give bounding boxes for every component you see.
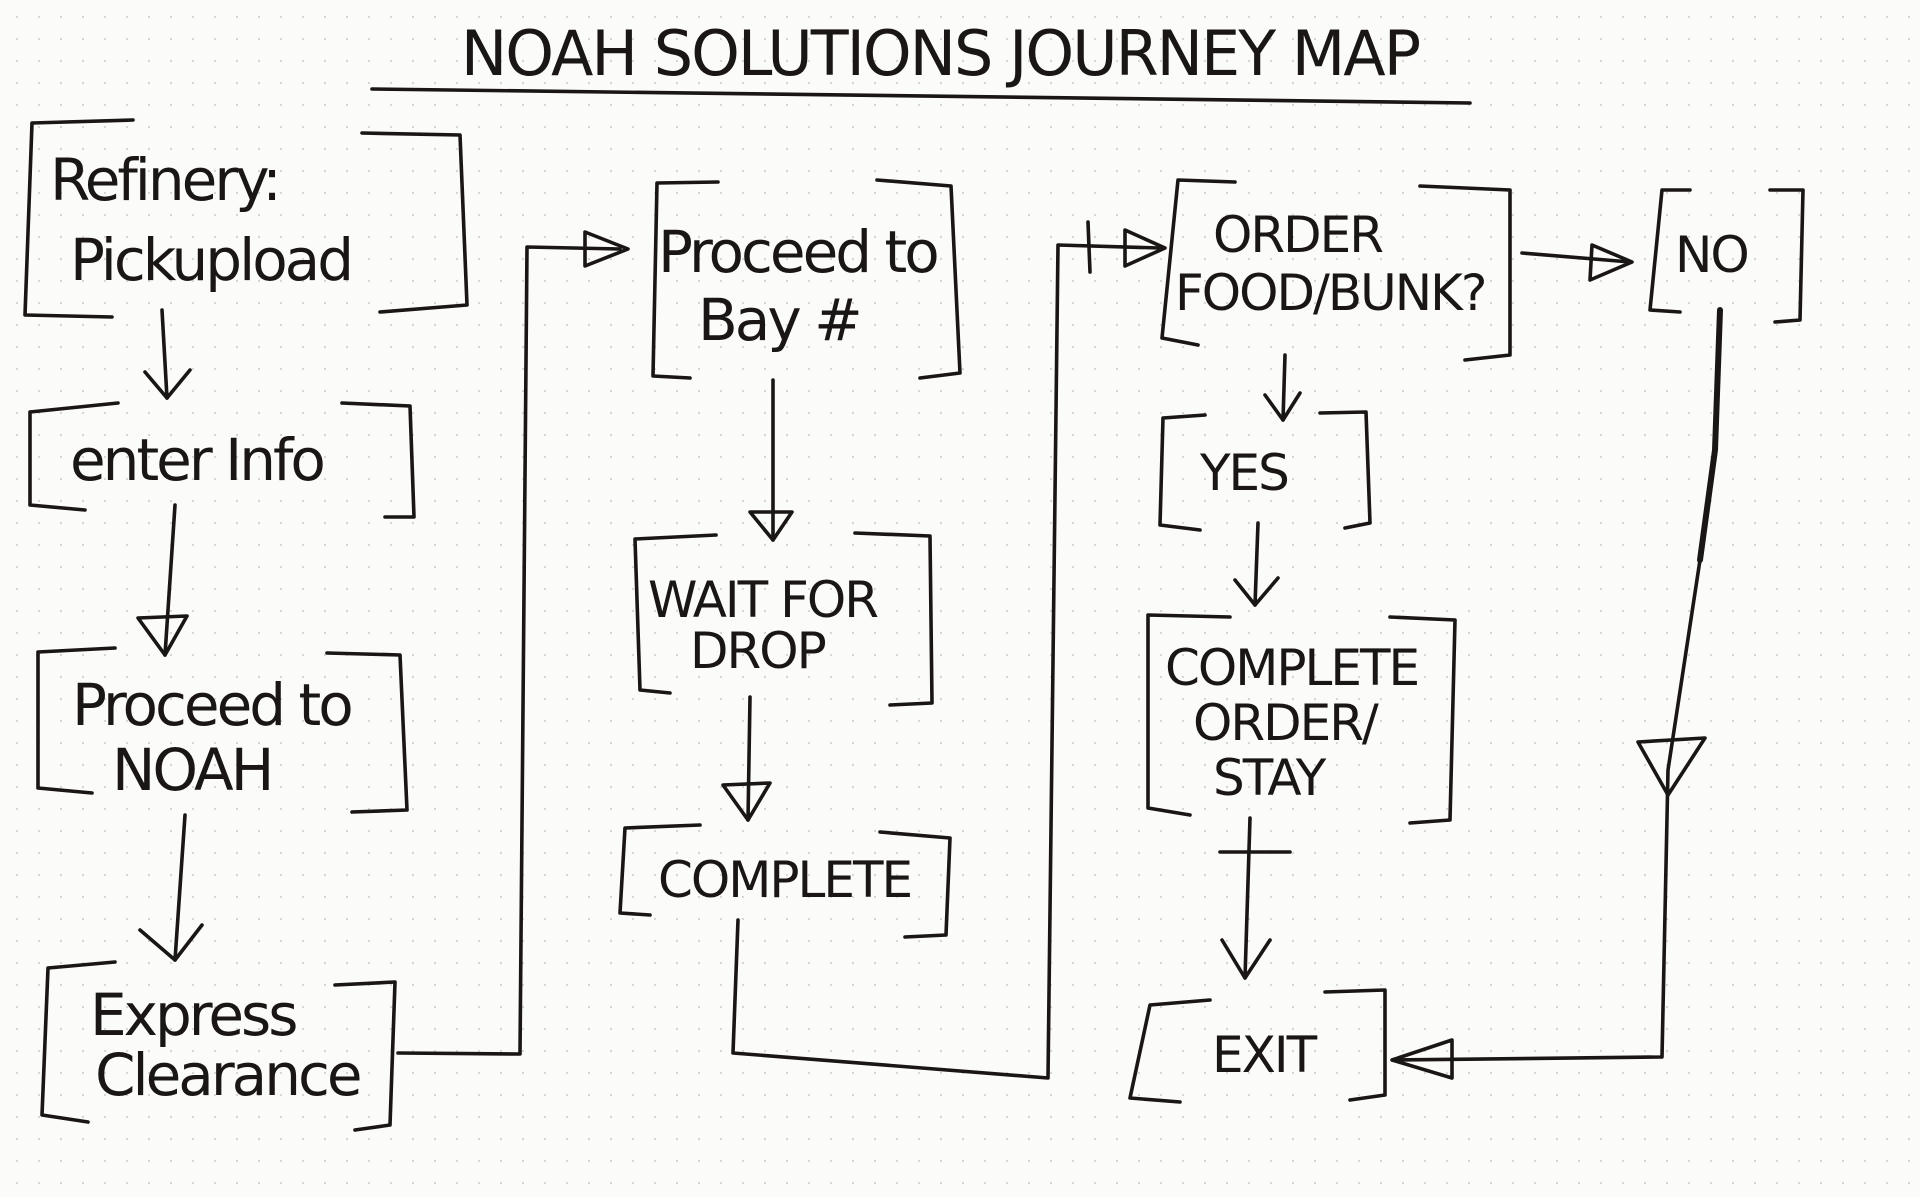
bracket-right xyxy=(878,830,952,939)
arrowhead xyxy=(721,781,772,822)
node-wait-for-drop: WAIT FOR DROP xyxy=(633,531,934,707)
connector-line xyxy=(163,503,177,657)
node-label-line-1: WAIT FOR xyxy=(648,571,878,629)
connector-line xyxy=(1281,353,1287,422)
node-proceed-to-noah: Proceed to NOAH xyxy=(36,646,409,814)
connector-order-food-to-no xyxy=(1520,243,1634,282)
bracket-right xyxy=(1323,988,1387,1102)
node-label-line-2: FOOD/BUNK? xyxy=(1175,264,1485,322)
node-label-line-1: Proceed to xyxy=(658,218,937,286)
node-label-line-1: COMPLETE xyxy=(1165,639,1418,697)
connector-complete-order-to-exit xyxy=(1218,816,1292,980)
arrowhead xyxy=(1123,228,1167,268)
title-group: NOAH SOLUTIONS JOURNEY MAP xyxy=(370,17,1472,105)
connector-line xyxy=(173,813,187,962)
bracket-right xyxy=(360,131,469,314)
node-express-clearance: Express Clearance xyxy=(40,960,397,1132)
node-label-line-2: DROP xyxy=(690,622,826,680)
connector-yes-to-complete-order xyxy=(1233,521,1280,607)
bracket-right xyxy=(1318,410,1372,530)
connector-line xyxy=(746,695,752,822)
bracket-left xyxy=(36,646,117,795)
bracket-right xyxy=(333,980,397,1132)
bracket-right xyxy=(853,531,934,707)
title-underline xyxy=(370,87,1472,105)
title-text: NOAH SOLUTIONS JOURNEY MAP xyxy=(461,17,1420,90)
bracket-left xyxy=(618,823,702,917)
arrowhead xyxy=(748,510,794,542)
node-label-line-1: Refinery: xyxy=(50,146,279,214)
bracket-left xyxy=(1128,998,1212,1104)
bracket-right xyxy=(1768,188,1805,324)
arrowhead xyxy=(1220,938,1272,980)
bracket-right xyxy=(1418,184,1512,362)
connector-line xyxy=(160,308,169,400)
connector-order-food-to-yes xyxy=(1263,353,1302,422)
connector-wait-to-complete xyxy=(721,695,772,822)
bracket-right xyxy=(1388,615,1457,825)
node-yes: YES xyxy=(1158,410,1372,532)
node-label-line-3: STAY xyxy=(1213,749,1327,807)
node-label: enter Info xyxy=(70,426,323,494)
node-label-line-1: Proceed to xyxy=(72,671,351,739)
node-no: NO xyxy=(1648,188,1805,324)
node-order-food-bunk: ORDER FOOD/BUNK? xyxy=(1160,178,1512,362)
bracket-left xyxy=(633,533,718,695)
arrowhead xyxy=(1390,1038,1454,1080)
bracket-left xyxy=(1146,613,1232,817)
connector-line xyxy=(396,245,622,1056)
node-label-line-2: Pickupload xyxy=(70,226,351,294)
bracket-left xyxy=(23,118,135,319)
bracket-right xyxy=(875,178,962,380)
arrowhead xyxy=(136,614,189,657)
connector-line-bold xyxy=(1697,307,1723,563)
arrowhead xyxy=(583,230,630,268)
node-refinery-pickupload: Refinery: Pickupload xyxy=(23,118,469,319)
bracket-left xyxy=(1158,413,1207,532)
node-label-line-2: Bay # xyxy=(698,286,860,354)
arrowhead xyxy=(138,923,204,962)
node-label: YES xyxy=(1199,444,1288,502)
bracket-left xyxy=(40,960,117,1124)
connector-express-to-proceed-bay xyxy=(396,230,630,1056)
arrowhead xyxy=(1233,576,1280,607)
bracket-left xyxy=(1160,178,1237,347)
bracket-left xyxy=(1648,188,1692,314)
node-label-line-2: Clearance xyxy=(95,1041,360,1109)
node-label-line-2: ORDER/ xyxy=(1193,694,1379,752)
node-exit: EXIT xyxy=(1128,988,1387,1104)
bracket-left xyxy=(651,180,720,380)
node-proceed-to-bay: Proceed to Bay # xyxy=(651,178,962,380)
bracket-right xyxy=(325,651,409,814)
connector-proceed-noah-to-express xyxy=(138,813,204,962)
connector-line xyxy=(1253,521,1260,607)
bracket-right xyxy=(340,401,416,519)
arrowhead xyxy=(143,368,192,400)
tick-mark xyxy=(1086,220,1092,274)
node-label-line-1: Express xyxy=(90,981,296,1049)
node-label: COMPLETE xyxy=(658,851,911,909)
node-complete: COMPLETE xyxy=(618,823,952,939)
arrowhead xyxy=(1263,391,1302,422)
bracket-left xyxy=(28,401,120,512)
node-label: NO xyxy=(1675,226,1748,284)
connector-no-to-exit xyxy=(1390,307,1723,1080)
connector-line xyxy=(1393,558,1702,1062)
node-complete-order-stay: COMPLETE ORDER/ STAY xyxy=(1146,613,1457,825)
connector-line xyxy=(731,243,1162,1080)
node-label-line-2: NOAH xyxy=(112,736,271,804)
connector-line xyxy=(1520,251,1632,264)
connector-refinery-to-enter-info xyxy=(143,308,192,400)
connector-complete-to-order-food xyxy=(731,220,1167,1080)
connector-proceed-bay-to-wait xyxy=(748,378,794,542)
connector-enter-info-to-proceed-noah xyxy=(136,503,189,657)
arrowhead xyxy=(1588,243,1634,282)
node-label: EXIT xyxy=(1212,1026,1318,1084)
node-label-line-1: ORDER xyxy=(1213,206,1383,264)
connector-line xyxy=(1243,816,1252,980)
node-enter-info: enter Info xyxy=(28,401,416,519)
arrowhead xyxy=(1636,736,1707,797)
